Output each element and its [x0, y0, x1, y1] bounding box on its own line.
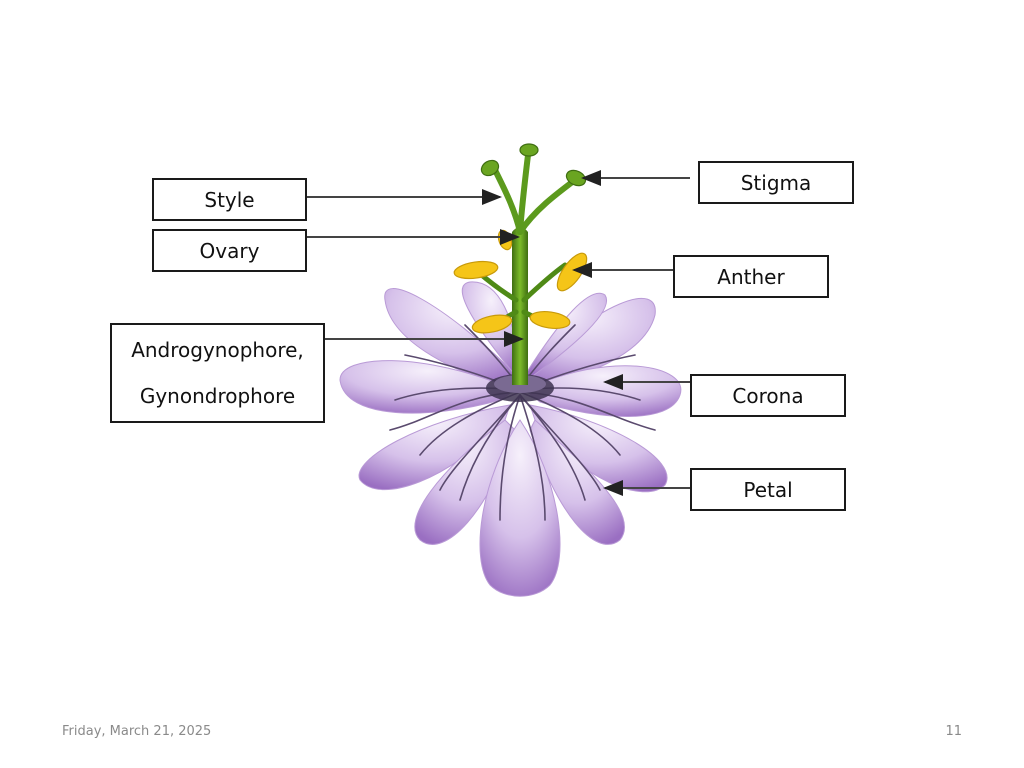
- petals: [339, 281, 682, 597]
- petal: [479, 419, 561, 597]
- label-corona: Corona: [690, 374, 846, 417]
- anther: [497, 229, 513, 251]
- label-petal-text: Petal: [743, 477, 793, 502]
- stigma: [480, 159, 500, 177]
- label-anther-text: Anther: [717, 264, 785, 289]
- pointer-lines: [307, 170, 690, 496]
- label-anther: Anther: [673, 255, 829, 298]
- androgynophore-stem: [512, 227, 528, 385]
- anther: [471, 314, 513, 334]
- stigmas: [480, 143, 587, 187]
- label-ovary-text: Ovary: [199, 238, 260, 263]
- label-petal: Petal: [690, 468, 846, 511]
- label-style-text: Style: [204, 187, 255, 212]
- footer-date: Friday, March 21, 2025: [62, 724, 212, 739]
- anther: [529, 311, 571, 329]
- label-style: Style: [152, 178, 307, 221]
- label-ovary: Ovary: [152, 229, 307, 272]
- petal: [384, 288, 521, 386]
- corona-filaments: [389, 324, 656, 521]
- styles: [492, 152, 578, 235]
- label-stigma-text: Stigma: [740, 170, 812, 195]
- label-androgynophore: Androgynophore, Gynondrophore: [110, 323, 325, 423]
- label-androgynophore-line1: Androgynophore,: [131, 338, 304, 362]
- anther: [453, 260, 499, 280]
- label-androgynophore-line2: Gynondrophore: [139, 384, 296, 408]
- label-stigma: Stigma: [698, 161, 854, 204]
- label-corona-text: Corona: [732, 383, 804, 408]
- stigma: [519, 143, 539, 157]
- page-number: 11: [945, 724, 962, 739]
